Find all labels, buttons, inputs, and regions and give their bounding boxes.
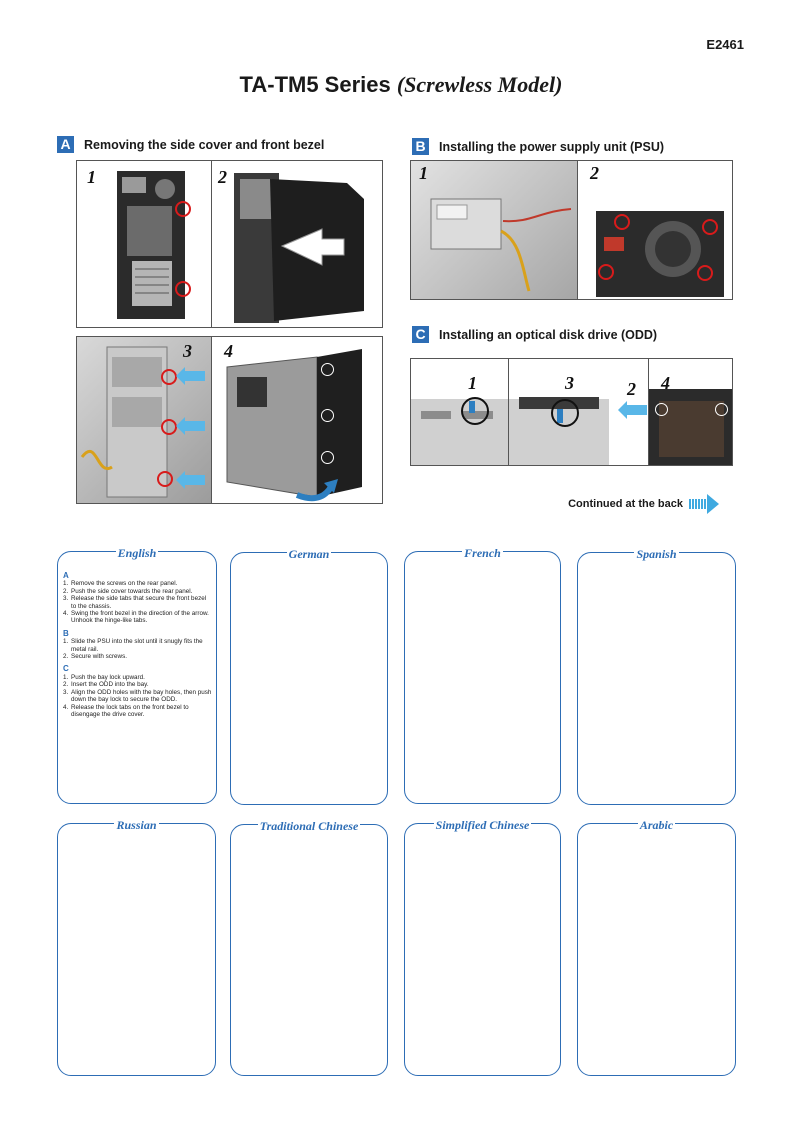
push-arrow-icon — [176, 417, 205, 435]
a-step4-image: 4 — [212, 337, 382, 503]
title-sub: (Screwless Model) — [396, 72, 563, 97]
list-item: 1.Push the bay lock upward. — [63, 673, 145, 681]
b-step2-image: 2 — [578, 161, 732, 299]
lang-box-simplified-chinese: Simplified Chinese — [404, 818, 561, 1076]
screw-marker-icon — [598, 264, 614, 280]
section-a-letter: A — [57, 136, 74, 153]
section-b-title: Installing the power supply unit (PSU) — [439, 139, 665, 154]
c-step1-number: 1 — [468, 373, 477, 393]
hinge-tab-marker-icon — [321, 363, 334, 376]
a-step2-image: 2 — [212, 161, 382, 327]
push-arrow-icon — [176, 367, 205, 385]
b-step1-number: 1 — [419, 163, 428, 183]
tab-marker-icon — [157, 471, 173, 487]
page-title: TA-TM5 Series (Screwless Model) — [0, 72, 802, 98]
list-item: 2.Secure with screws. — [63, 653, 127, 661]
english-section-b-label: B — [63, 628, 69, 638]
continued-text: Continued at the back — [568, 498, 683, 510]
c-step1-image: 1 — [411, 359, 509, 465]
lang-box-traditional-chinese: Traditional Chinese — [230, 819, 388, 1076]
hinge-tab-marker-icon — [321, 451, 334, 464]
pc-tower-rear-image — [117, 171, 185, 319]
list-item: 4.Release the lock tabs on the front bez… — [63, 703, 189, 718]
section-b-panel: 1 2 — [410, 160, 733, 300]
screw-marker-icon — [702, 219, 718, 235]
c-step4-number: 4 — [661, 373, 670, 393]
list-item: 2.Insert the ODD into the bay. — [63, 681, 149, 689]
english-section-a-label: A — [63, 571, 69, 580]
screw-marker-icon — [175, 201, 191, 217]
a-step2-number: 2 — [218, 167, 227, 187]
side-cover-slide-image — [234, 173, 364, 323]
bezel-lock-tabs-image — [649, 389, 732, 465]
c-step2-number: 2 — [627, 379, 636, 399]
tab-marker-icon — [161, 419, 177, 435]
bay-lock-image — [411, 399, 508, 465]
arrow-right-icon — [689, 494, 723, 514]
a-step3-number: 3 — [183, 341, 192, 361]
front-bezel-swing-image — [226, 349, 362, 502]
bay-lock-marker-icon — [551, 399, 579, 427]
c-step3-number: 3 — [565, 373, 574, 393]
section-a-heading: A Removing the side cover and front beze… — [57, 136, 324, 153]
section-a-top-panel: 1 2 — [76, 160, 383, 328]
b-step1-image: 1 — [411, 161, 578, 299]
list-item: 4.Swing the front bezel in the direction… — [63, 610, 209, 625]
bay-lock-marker-icon — [461, 397, 489, 425]
section-a-title: Removing the side cover and front bezel — [84, 137, 325, 152]
lock-tab-marker-icon — [715, 403, 728, 416]
c-step3-image: 3 2 — [509, 359, 649, 465]
lang-title-german: German — [286, 547, 332, 561]
list-item: 3.Align the ODD holes with the bay holes… — [63, 688, 212, 704]
lang-box-english: English A 1.Remove the screws on the rea… — [57, 546, 217, 804]
lang-title-spanish: Spanish — [634, 547, 679, 561]
lang-box-french: French — [404, 546, 561, 804]
push-arrow-icon — [176, 471, 205, 489]
section-b-letter: B — [412, 138, 429, 155]
a-step4-number: 4 — [224, 341, 233, 361]
section-a-bottom-panel: 3 4 — [76, 336, 383, 504]
lang-box-russian: Russian — [57, 818, 216, 1076]
screw-marker-icon — [697, 265, 713, 281]
lang-title-simplified-chinese: Simplified Chinese — [433, 818, 532, 832]
psu-in-chassis-image — [430, 198, 572, 292]
a-step3-image: 3 — [77, 337, 212, 503]
list-item: 3.Release the side tabs that secure the … — [63, 595, 207, 610]
continued-note: Continued at the back — [568, 494, 723, 514]
lang-box-arabic: Arabic — [577, 818, 736, 1076]
lang-box-german: German — [230, 547, 388, 805]
b-step2-number: 2 — [590, 163, 599, 183]
chassis-interior-image — [80, 346, 168, 498]
english-section-c-label: C — [63, 664, 69, 674]
section-c-title: Installing an optical disk drive (ODD) — [439, 327, 658, 342]
lang-title-russian: Russian — [114, 818, 159, 832]
lang-title-arabic: Arabic — [637, 818, 676, 832]
list-item: 1.Remove the screws on the rear panel. — [63, 580, 178, 588]
list-item: 1.Slide the PSU into the slot until it s… — [63, 638, 203, 653]
section-b-heading: B Installing the power supply unit (PSU) — [412, 138, 664, 155]
lang-title-traditional-chinese: Traditional Chinese — [257, 819, 361, 833]
insert-arrow-icon — [618, 401, 647, 419]
a-step1-image: 1 — [77, 161, 212, 327]
odd-align-image — [509, 397, 609, 465]
screw-marker-icon — [614, 214, 630, 230]
lang-title-french: French — [462, 546, 503, 560]
hinge-tab-marker-icon — [321, 409, 334, 422]
document-code: E2461 — [706, 37, 744, 52]
section-c-panel: 1 3 2 4 — [410, 358, 733, 466]
lang-title-english: English — [115, 546, 159, 560]
list-item: 2.Push the side cover towards the rear p… — [63, 587, 193, 595]
title-main: TA-TM5 Series — [239, 72, 391, 97]
screw-marker-icon — [175, 281, 191, 297]
a-step1-number: 1 — [87, 167, 96, 187]
lang-box-spanish: Spanish — [577, 547, 736, 805]
section-c-letter: C — [412, 326, 429, 343]
c-step4-image: 4 — [649, 359, 732, 465]
tab-marker-icon — [161, 369, 177, 385]
english-instructions: A 1.Remove the screws on the rear panel.… — [63, 568, 213, 718]
lock-tab-marker-icon — [655, 403, 668, 416]
section-c-heading: C Installing an optical disk drive (ODD) — [412, 326, 657, 343]
